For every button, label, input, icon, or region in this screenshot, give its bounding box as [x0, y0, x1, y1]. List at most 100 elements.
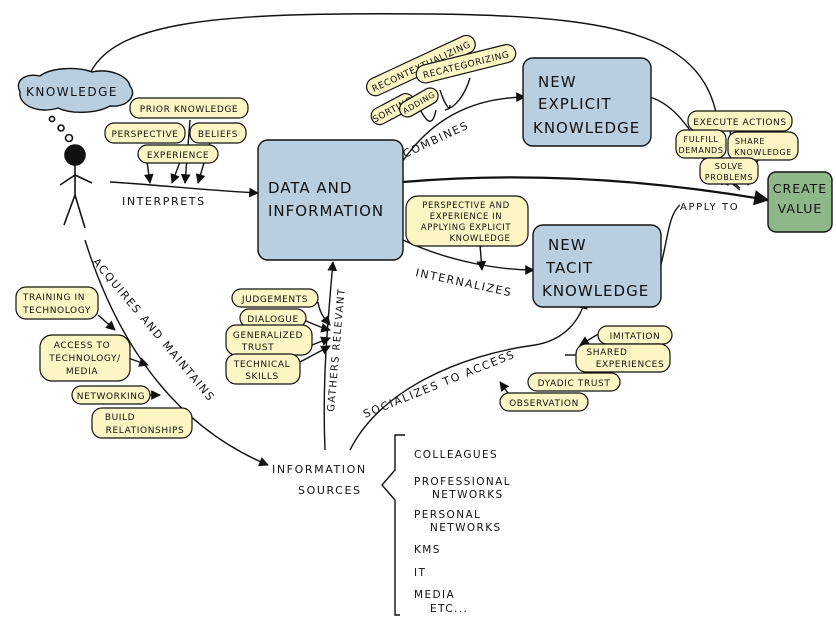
create-value-node: CREATE VALUE	[767, 171, 833, 233]
socializes-arrow	[349, 299, 588, 451]
svg-text:EXECUTE ACTIONS: EXECUTE ACTIONS	[693, 118, 786, 128]
svg-text:SKILLS: SKILLS	[245, 372, 279, 382]
source-kms: KMS	[414, 544, 441, 556]
tag-access-technology: ACCESS TO TECHNOLOGY/ MEDIA	[39, 334, 131, 382]
svg-text:SHARE: SHARE	[735, 137, 765, 146]
svg-text:ACCESS TO: ACCESS TO	[54, 341, 111, 351]
svg-text:IMITATION: IMITATION	[610, 332, 661, 342]
svg-text:BELIEFS: BELIEFS	[198, 130, 238, 140]
svg-text:GENERALIZED: GENERALIZED	[233, 331, 303, 341]
knowledge-label: KNOWLEDGE	[26, 85, 118, 99]
explicit-line-1: NEW	[538, 73, 577, 91]
tag-perspective: PERSPECTIVE	[104, 122, 186, 144]
tag-technical-skills: TECHNICAL SKILLS	[225, 353, 301, 385]
svg-text:SHARED: SHARED	[586, 348, 627, 358]
socializes-label: SOCIALIZES TO ACCESS	[361, 348, 517, 421]
tacit-line-2: TACIT	[545, 259, 593, 277]
svg-text:FULFILL: FULFILL	[684, 135, 719, 144]
tag-build-relationships: BUILD RELATIONSHIPS	[91, 407, 193, 439]
tag-fulfill-demands: FULFILL DEMANDS	[675, 129, 727, 159]
tag-imitation: IMITATION	[597, 325, 673, 345]
svg-text:KNOWLEDGE: KNOWLEDGE	[734, 148, 792, 157]
tag-shared-experiences: SHARED EXPERIENCES	[575, 343, 671, 373]
svg-text:KNOWLEDGE: KNOWLEDGE	[449, 234, 510, 244]
svg-text:PRIOR KNOWLEDGE: PRIOR KNOWLEDGE	[140, 105, 238, 115]
combines-arrow	[399, 92, 526, 166]
data-information-node: DATA AND INFORMATION	[257, 139, 404, 261]
svg-text:TECHNOLOGY/: TECHNOLOGY/	[48, 354, 121, 364]
source-etc: ETC...	[430, 603, 468, 615]
person-figure	[48, 115, 93, 229]
tag-training: TRAINING IN TECHNOLOGY	[15, 286, 99, 320]
internalizes-label: INTERNALIZES	[414, 266, 513, 299]
sources-line-1: INFORMATION	[272, 463, 367, 476]
sources-bracket	[381, 434, 405, 616]
sources-line-2: SOURCES	[298, 484, 362, 497]
explicit-line-2: EXPLICIT	[538, 95, 612, 113]
acquires-label: ACQUIRES AND MAINTAINS	[90, 256, 218, 405]
svg-text:OBSERVATION: OBSERVATION	[509, 399, 579, 409]
source-it: IT	[414, 567, 426, 579]
svg-text:JUDGEMENTS: JUDGEMENTS	[241, 295, 308, 305]
source-professional-networks: NETWORKS	[432, 489, 504, 501]
source-media: MEDIA	[414, 589, 455, 601]
svg-text:DEMANDS: DEMANDS	[678, 146, 723, 155]
top-loop-line	[87, 13, 723, 186]
tag-solve-problems: SOLVE PROBLEMS	[699, 157, 759, 185]
svg-text:BUILD: BUILD	[105, 413, 135, 423]
svg-text:NETWORKING: NETWORKING	[77, 392, 145, 402]
data-info-line-2: INFORMATION	[268, 202, 384, 220]
source-personal-networks: NETWORKS	[430, 522, 502, 534]
interprets-label: INTERPRETS	[122, 195, 206, 208]
source-professional: PROFESSIONAL	[414, 476, 511, 488]
source-colleagues: COLLEAGUES	[414, 449, 498, 461]
tag-networking: NETWORKING	[71, 385, 151, 405]
svg-text:PERSPECTIVE: PERSPECTIVE	[111, 130, 178, 140]
tags: PRIOR KNOWLEDGE PERSPECTIVE BELIEFS EXPE…	[15, 34, 799, 439]
svg-text:EXPERIENCE: EXPERIENCE	[147, 151, 209, 161]
svg-text:TECHNICAL: TECHNICAL	[233, 360, 290, 370]
svg-text:SOLVE: SOLVE	[715, 162, 743, 171]
svg-text:TRUST: TRUST	[241, 343, 275, 353]
sources-list: COLLEAGUES PROFESSIONAL NETWORKS PERSONA…	[414, 449, 511, 615]
internalizes-arrow	[402, 239, 535, 275]
tag-generalized-trust: GENERALIZED TRUST	[225, 324, 313, 356]
new-explicit-node: NEW EXPLICIT KNOWLEDGE	[522, 57, 652, 147]
tag-observation: OBSERVATION	[499, 392, 589, 412]
svg-text:PROBLEMS: PROBLEMS	[705, 173, 753, 182]
apply-to-label: APPLY TO	[680, 202, 739, 213]
interprets-arrow	[109, 181, 259, 198]
tag-experience: EXPERIENCE	[137, 144, 219, 164]
svg-text:EXPERIENCES: EXPERIENCES	[596, 360, 665, 370]
create-value-line-2: VALUE	[778, 201, 823, 216]
data-to-value-arrow	[402, 176, 770, 206]
tacit-line-1: NEW	[548, 236, 587, 254]
tag-share-knowledge: SHARE KNOWLEDGE	[727, 131, 799, 161]
tag-dyadic-trust: DYADIC TRUST	[527, 372, 621, 392]
create-value-line-1: CREATE	[773, 181, 827, 196]
information-sources-node: INFORMATION SOURCES	[272, 463, 367, 497]
svg-text:DIALOGUE: DIALOGUE	[247, 315, 299, 325]
tacit-to-value-line	[659, 204, 681, 269]
svg-text:PERSPECTIVE AND: PERSPECTIVE AND	[422, 201, 510, 211]
new-tacit-node: NEW TACIT KNOWLEDGE	[532, 224, 662, 308]
source-personal: PERSONAL	[414, 509, 481, 521]
svg-text:RELATIONSHIPS: RELATIONSHIPS	[106, 426, 185, 436]
knowledge-node: KNOWLEDGE	[17, 67, 134, 113]
tag-prior-knowledge: PRIOR KNOWLEDGE	[129, 97, 249, 119]
svg-text:APPLYING EXPLICIT: APPLYING EXPLICIT	[421, 223, 512, 233]
data-info-line-1: DATA AND	[268, 179, 352, 197]
explicit-line-3: KNOWLEDGE	[533, 119, 640, 137]
svg-text:MEDIA: MEDIA	[66, 367, 98, 377]
tag-beliefs: BELIEFS	[189, 122, 247, 144]
svg-text:DYADIC TRUST: DYADIC TRUST	[538, 379, 611, 389]
tag-execute-actions: EXECUTE ACTIONS	[687, 110, 793, 132]
tag-perspective-experience: PERSPECTIVE AND EXPERIENCE IN APPLYING E…	[405, 195, 529, 247]
tag-dialogue: DIALOGUE	[239, 308, 307, 328]
svg-text:TRAINING IN: TRAINING IN	[22, 293, 85, 303]
svg-text:TECHNOLOGY: TECHNOLOGY	[22, 306, 91, 316]
tacit-line-3: KNOWLEDGE	[542, 282, 649, 300]
svg-text:EXPERIENCE IN: EXPERIENCE IN	[430, 212, 503, 222]
tag-judgements: JUDGEMENTS	[231, 288, 319, 308]
